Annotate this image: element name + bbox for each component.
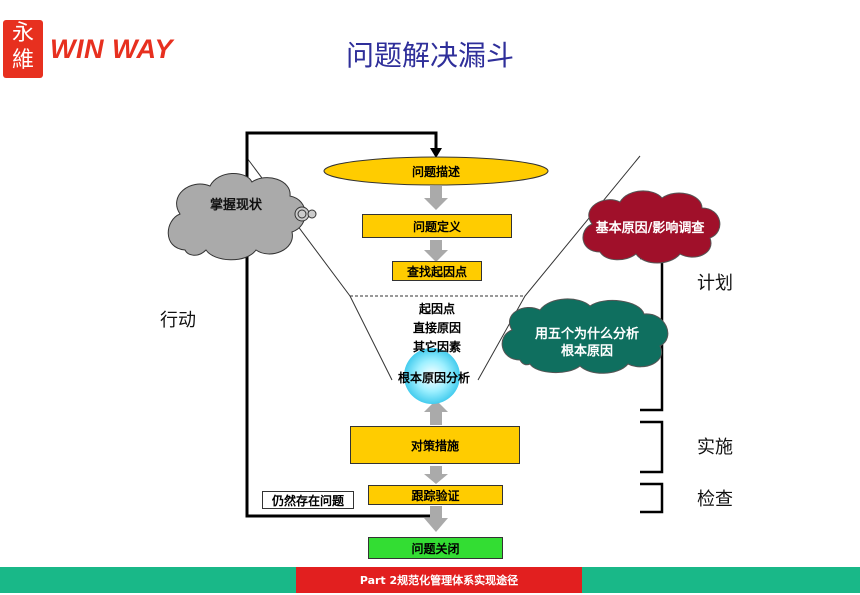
cloud-five-why-line2: 根本原因 xyxy=(560,344,613,359)
cloud-investigate-label: 基本原因/影响调查 xyxy=(595,221,705,236)
logo-brand: WIN WAY xyxy=(50,34,173,64)
phase-action-label: 行动 xyxy=(160,310,196,331)
page-title: 问题解决漏斗 xyxy=(345,39,514,72)
footer-label: Part 2规范化管理体系实现途径 xyxy=(296,567,582,593)
cause-list: 起因点 直接原因 其它因素 xyxy=(392,300,482,357)
bracket-implement xyxy=(640,420,664,474)
cause-item: 起因点 xyxy=(418,302,455,316)
arrow-verify-close xyxy=(424,506,448,532)
arrow-define-find xyxy=(424,240,448,262)
define-box: 问题定义 xyxy=(362,214,512,238)
arrow-measures-verify xyxy=(424,466,448,484)
arrow-describe-define xyxy=(424,186,448,210)
feedback-arrowhead xyxy=(430,148,442,158)
still-exists-box: 仍然存在问题 xyxy=(262,491,354,509)
describe-label: 问题描述 xyxy=(411,164,460,179)
feedback-loop-line xyxy=(245,131,438,518)
logo-seal: 永 維 xyxy=(3,20,43,78)
root-cause-label: 根本原因分析 xyxy=(397,370,470,385)
describe-ellipse xyxy=(323,156,549,186)
cloud-five-why-shape xyxy=(501,298,669,374)
flow-arrows xyxy=(424,186,448,532)
cloud-grasp-label: 掌握现状 xyxy=(209,198,262,213)
logo-seal-bottom: 維 xyxy=(11,48,34,73)
cloud-grasp-shape xyxy=(167,173,317,261)
root-cause-glow xyxy=(404,348,460,404)
cause-item: 直接原因 xyxy=(412,321,461,335)
bracket-check xyxy=(640,482,664,514)
cause-item: 其它因素 xyxy=(412,340,461,354)
verify-box: 跟踪验证 xyxy=(368,485,503,505)
phase-implement-label: 实施 xyxy=(697,437,733,458)
cloud-investigate-shape xyxy=(582,190,721,264)
cloud-five-why-label: 用五个为什么分析 根本原因 xyxy=(512,326,662,360)
arrow-measures-root xyxy=(424,400,448,425)
logo-seal-top: 永 xyxy=(11,21,34,46)
phase-check-label: 检查 xyxy=(697,489,733,510)
close-box: 问题关闭 xyxy=(368,537,503,559)
measures-box: 对策措施 xyxy=(350,426,520,464)
phase-plan-label: 计划 xyxy=(697,273,733,294)
cloud-five-why-line1: 用五个为什么分析 xyxy=(534,327,639,342)
find-origin-box: 查找起因点 xyxy=(392,261,482,281)
